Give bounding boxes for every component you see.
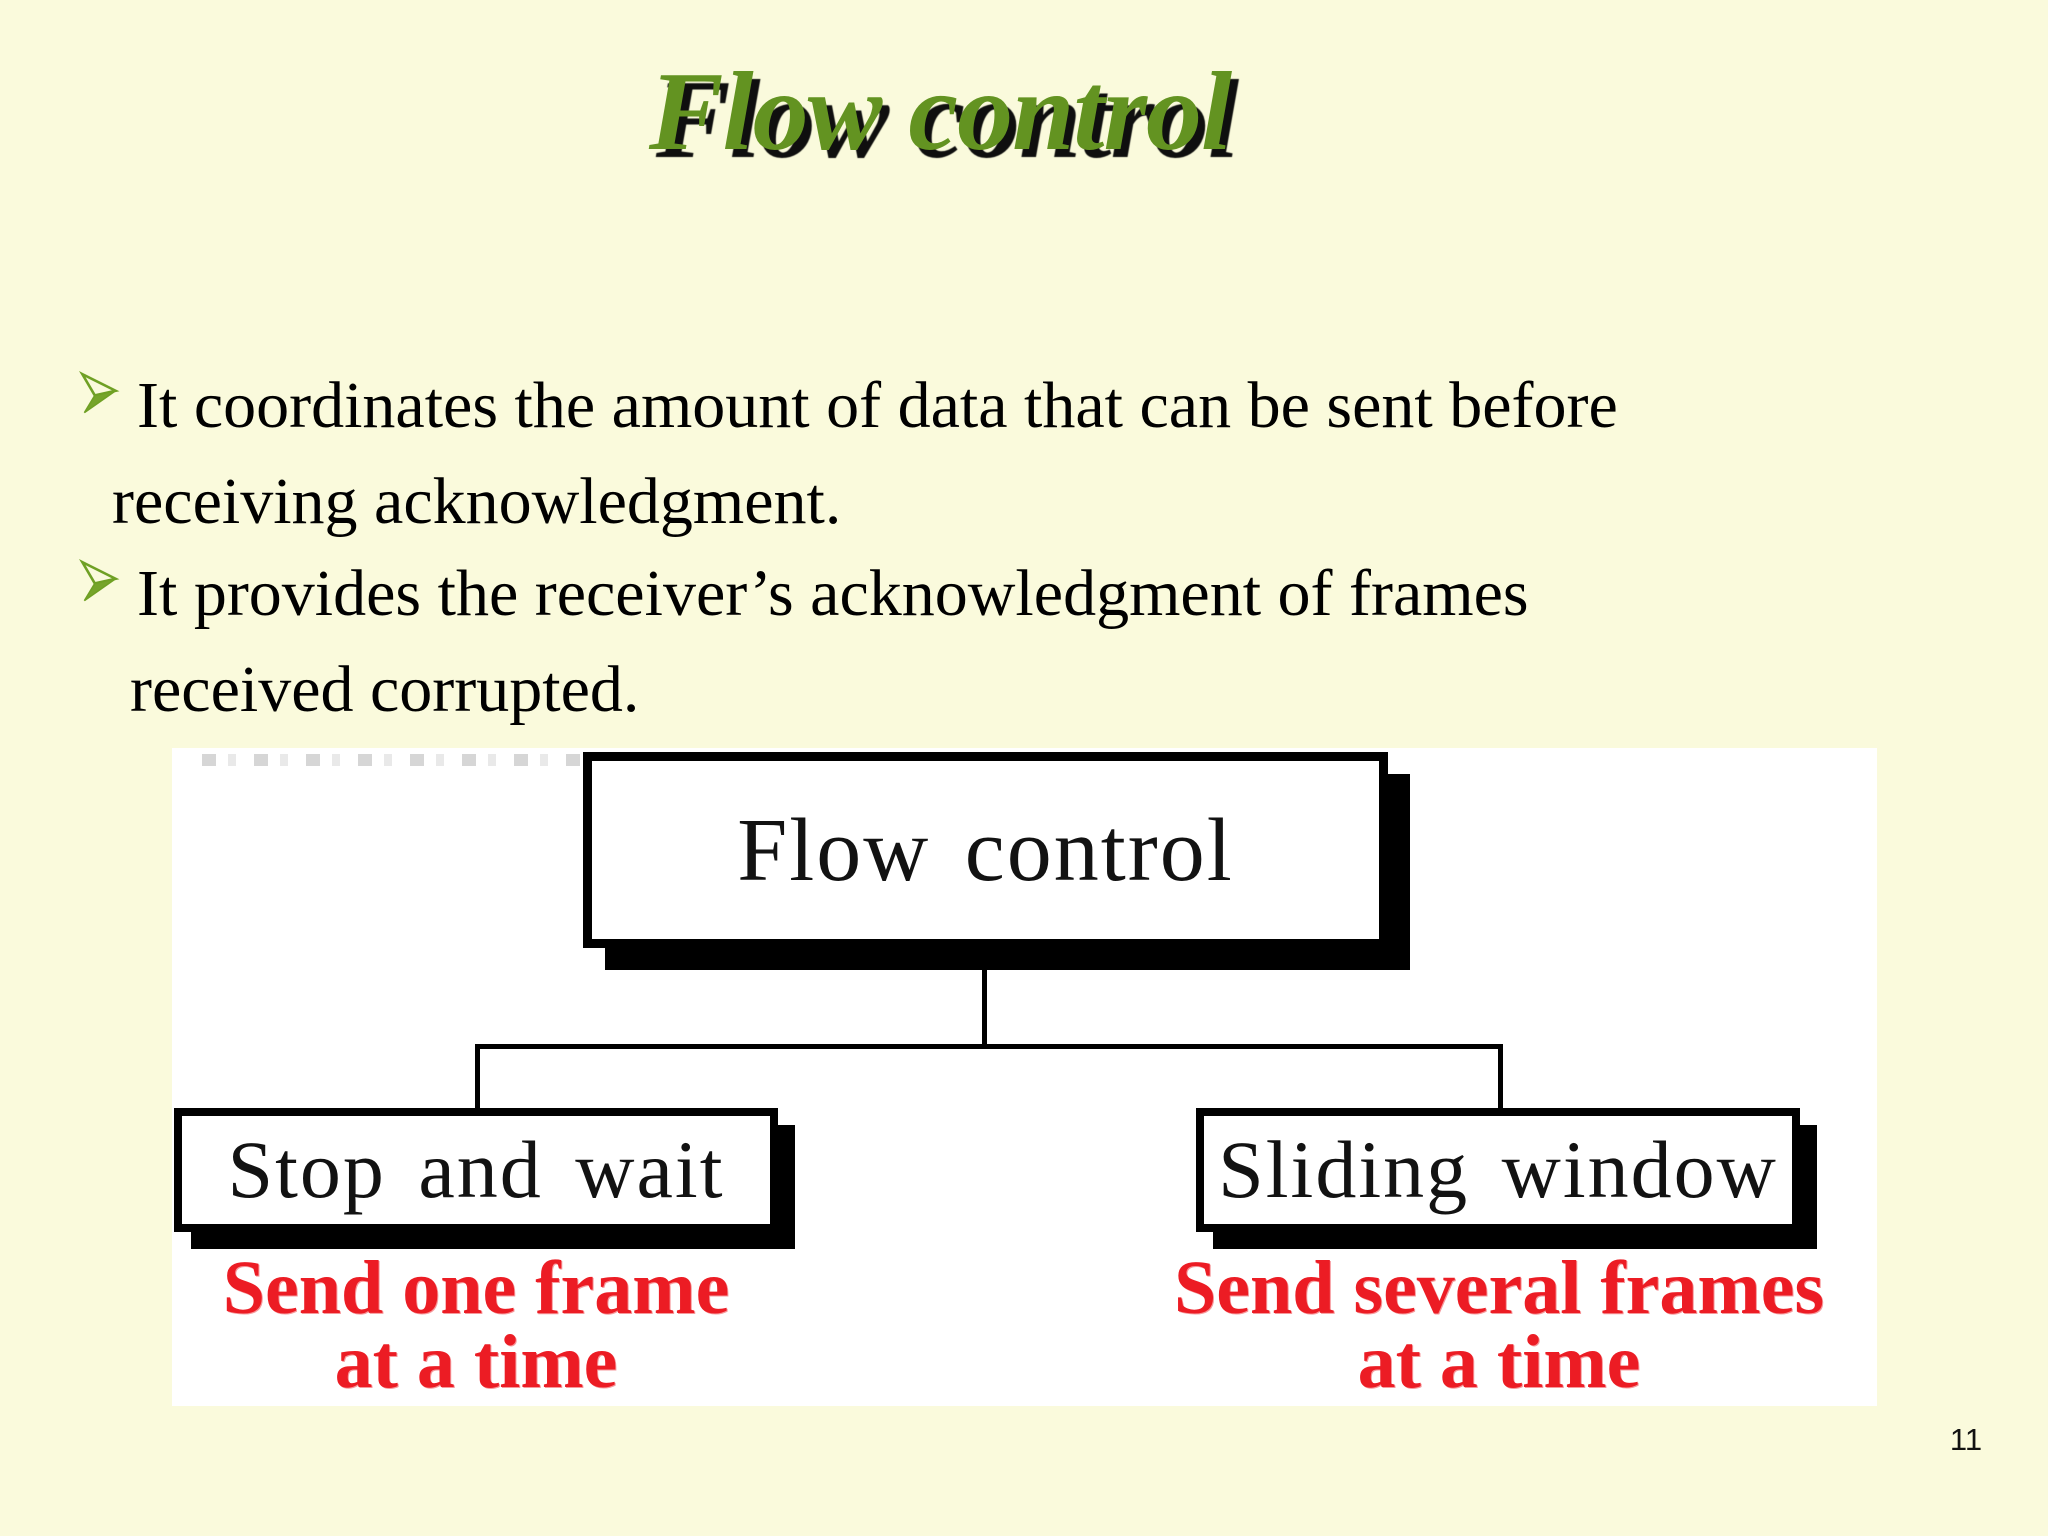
arrowhead-bullet-icon (74, 366, 126, 428)
arrowhead-bullet-icon (74, 554, 126, 616)
diagram-sliding-window-label: Sliding window (1218, 1124, 1778, 1215)
diagram-root-label: Flow control (737, 800, 1234, 900)
diagram-stop-and-wait-box: Stop and wait (174, 1108, 778, 1232)
diagram-stop-and-wait-label: Stop and wait (227, 1124, 725, 1215)
page-number: 11 (1949, 1422, 1983, 1457)
bullet-1-line-1: It coordinates the amount of data that c… (137, 369, 1618, 442)
connector-horizontal (475, 1044, 1503, 1049)
diagram-sliding-window-box: Sliding window (1196, 1108, 1800, 1232)
stop-and-wait-caption: Send one frame at a time (222, 1246, 730, 1404)
caption-line: Send one frame (222, 1246, 730, 1330)
connector-root-vertical (982, 948, 987, 1046)
bullet-2-line-2: received corrupted. (130, 653, 640, 726)
page-title: Flow control (648, 50, 1232, 174)
caption-line: at a time (1357, 1320, 1641, 1404)
caption-line: at a time (334, 1320, 618, 1404)
connector-right-vertical (1498, 1044, 1503, 1110)
bullet-2-line-1: It provides the receiver’s acknowledgmen… (137, 557, 1529, 630)
caption-line: Send several frames (1173, 1246, 1825, 1330)
diagram-root-box: Flow control (583, 752, 1388, 948)
sliding-window-caption: Send several frames at a time (1173, 1246, 1825, 1404)
flow-control-diagram: Flow control Stop and wait Send one fram… (172, 748, 1877, 1406)
connector-left-vertical (475, 1044, 480, 1110)
bullet-1-line-2: receiving acknowledgment. (112, 465, 842, 538)
